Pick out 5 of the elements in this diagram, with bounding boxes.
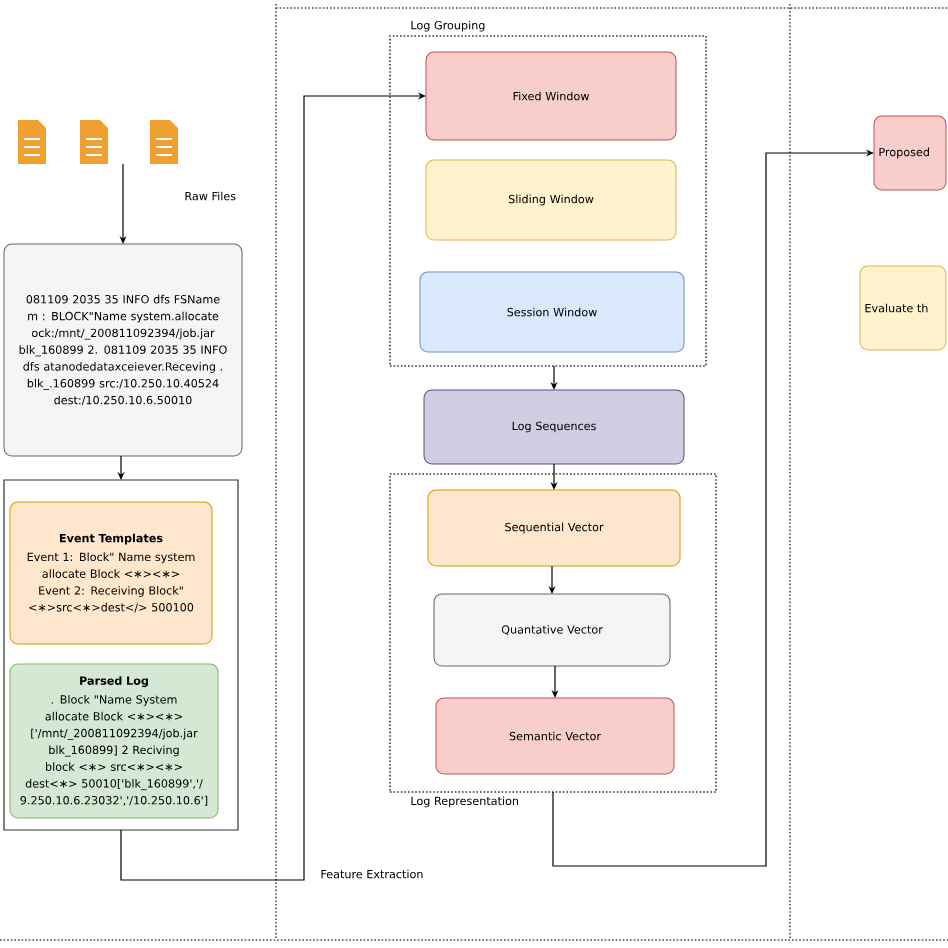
document-icon [150,120,178,164]
arrow [120,92,426,881]
arrow [552,149,874,867]
document-icon [18,120,46,164]
document-icon [80,120,108,164]
